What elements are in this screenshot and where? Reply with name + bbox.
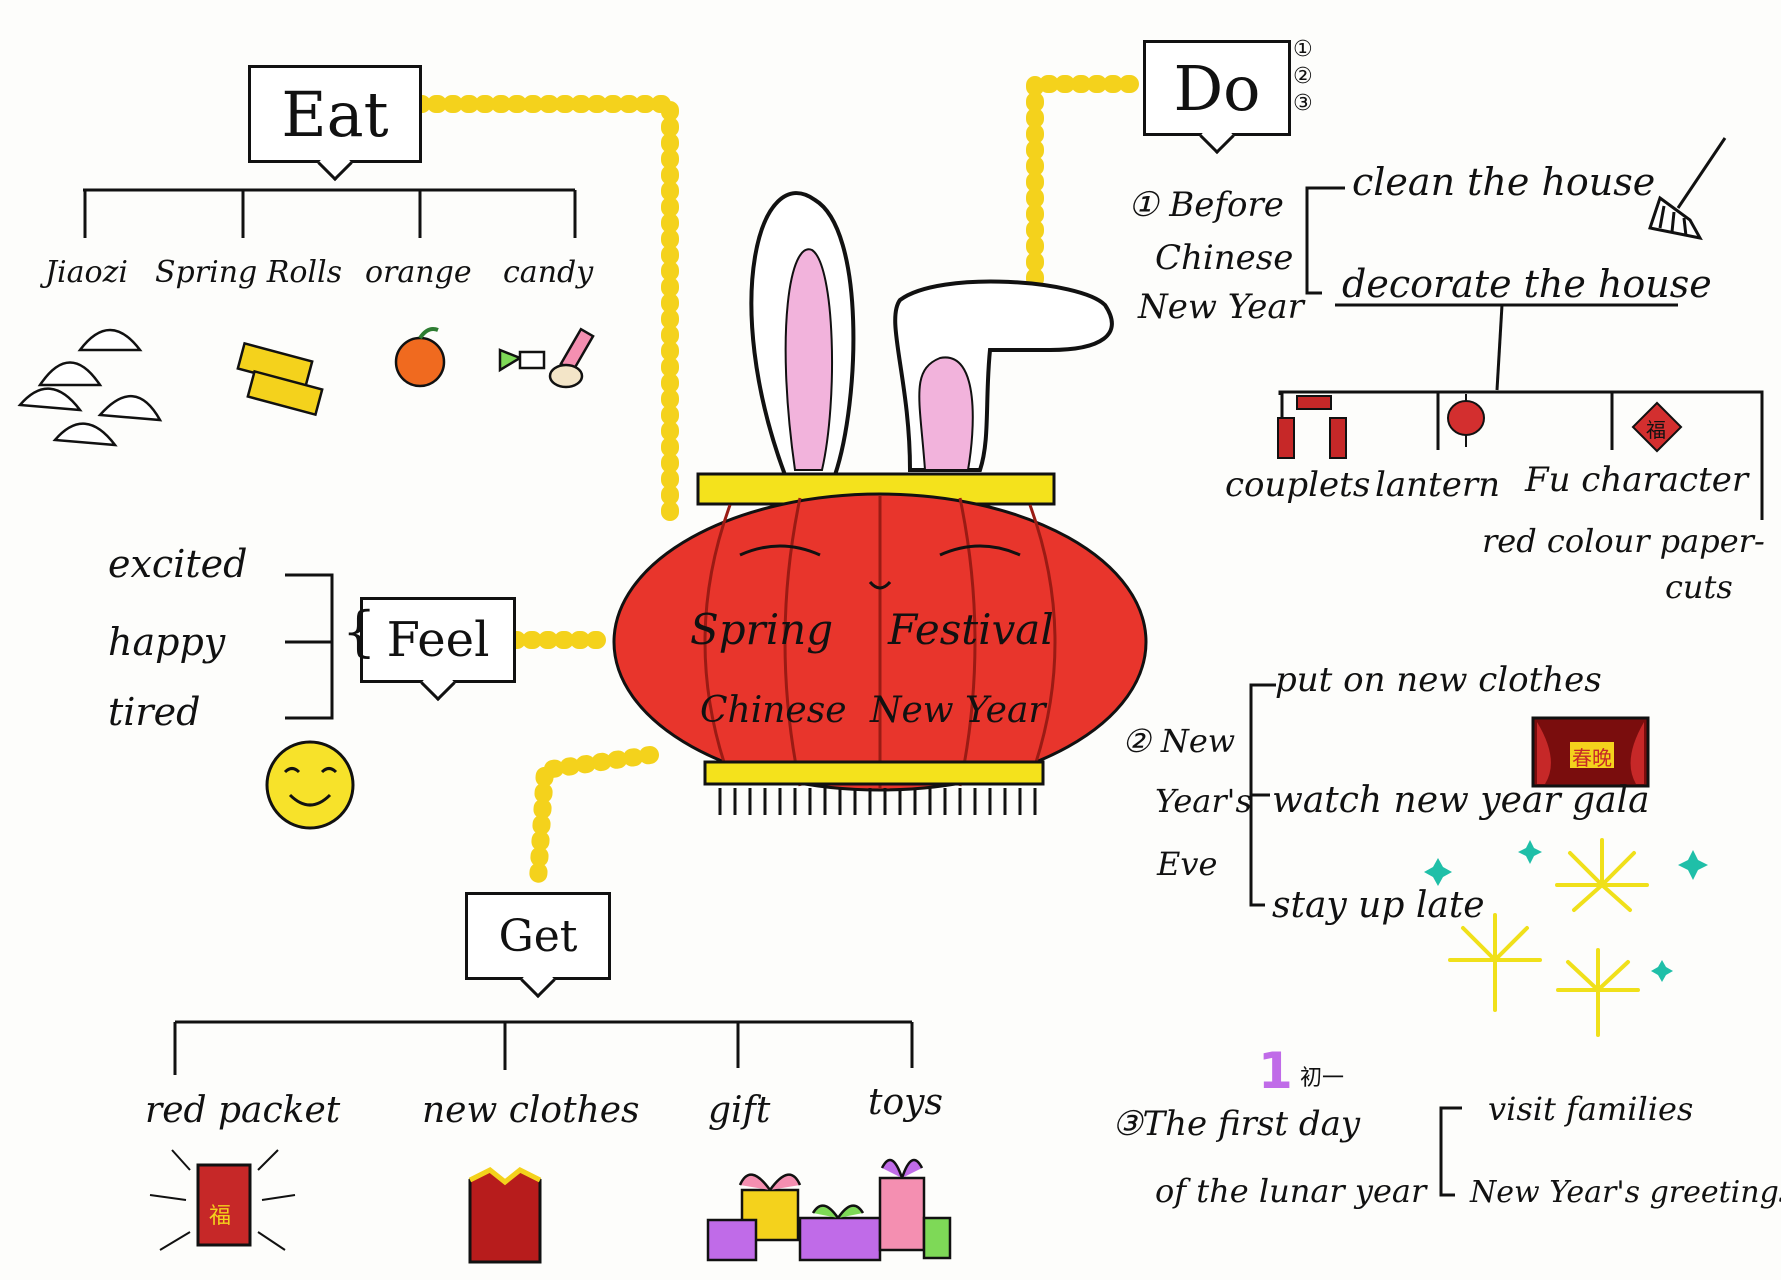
action-decorate-house: decorate the house: [1342, 262, 1712, 306]
eat-box: Eat: [248, 65, 422, 163]
eve-label-line3: Eve: [1157, 845, 1218, 883]
action-visit-families: visit families: [1488, 1090, 1694, 1128]
center-title-spring: Spring: [690, 605, 834, 654]
action-put-on-new-clothes: put on new clothes: [1275, 660, 1602, 700]
feel-box: Feel: [360, 597, 516, 683]
gift-boxes-drawing: [706, 1158, 952, 1262]
candy-drawing: [498, 327, 595, 389]
before-label-line3: New Year: [1138, 287, 1304, 327]
do-step-marks: ① ② ③: [1293, 36, 1313, 117]
before-label-line1: ① Before: [1128, 185, 1284, 225]
yellow-connectors: [411, 75, 1139, 889]
feel-bracket: [285, 573, 334, 720]
feel-brace: {: [342, 600, 377, 663]
action-stay-up-late: stay up late: [1272, 885, 1485, 926]
decoration-fu-character: Fu character: [1525, 460, 1749, 500]
get-item-gift: gift: [708, 1090, 771, 1131]
decoration-drawings: [1277, 394, 1683, 459]
orange-drawing: [394, 327, 446, 388]
firstday-label-line1: ③The first day: [1112, 1104, 1361, 1144]
gala-sign: 春晚: [1572, 746, 1612, 770]
decoration-paper-cuts-line1: red colour paper-: [1482, 522, 1765, 560]
firstday-label-line2: of the lunar year: [1155, 1172, 1427, 1210]
new-clothes-drawing: [468, 1167, 542, 1264]
eat-item-jiaozi: Jiaozi: [45, 255, 128, 290]
lantern-bunny-drawing: [612, 191, 1148, 815]
center-title-festival: Festival: [888, 605, 1054, 654]
do-brackets: [1249, 186, 1764, 1197]
jiaozi-drawing: [17, 328, 163, 447]
feel-item-happy: happy: [108, 620, 226, 664]
center-subtitle-year: Year: [965, 690, 1046, 731]
feel-item-tired: tired: [108, 690, 201, 734]
decoration-couplets: couplets: [1225, 465, 1371, 505]
feel-item-excited: excited: [108, 542, 248, 586]
gala-tv-drawing: [1531, 716, 1650, 788]
action-new-years-greetings: New Year's greetings: [1470, 1175, 1781, 1210]
get-tree-lines: [173, 1020, 914, 1075]
before-label-line2: Chinese: [1155, 238, 1294, 278]
spring-rolls-drawing: [236, 341, 324, 417]
center-subtitle-new: New: [870, 690, 954, 731]
do-mark-3: ③: [1293, 91, 1313, 116]
eve-label-line1: ② New: [1122, 722, 1236, 760]
smiley-face-drawing: [265, 740, 355, 830]
fireworks-drawing: [1448, 838, 1649, 1037]
do-title: Do: [1173, 51, 1261, 125]
get-title: Get: [498, 910, 578, 962]
fu-char: 福: [1646, 418, 1666, 442]
feel-title: Feel: [386, 612, 490, 668]
do-box: Do: [1143, 40, 1291, 136]
center-subtitle-chinese: Chinese: [700, 690, 847, 731]
eat-title: Eat: [281, 77, 389, 151]
get-item-new-clothes: new clothes: [422, 1090, 640, 1131]
get-item-toys: toys: [868, 1082, 943, 1123]
broom-drawing: [1648, 137, 1727, 241]
eat-item-spring-rolls: Spring Rolls: [155, 255, 342, 290]
do-mark-1: ①: [1293, 37, 1313, 62]
get-item-red-packet: red packet: [145, 1090, 341, 1131]
decoration-lantern: lantern: [1375, 465, 1500, 505]
red-packet-char: 福: [209, 1204, 232, 1229]
eat-tree-lines: [83, 188, 577, 238]
eve-label-line2: Year's: [1155, 782, 1252, 820]
decoration-paper-cuts-line2: cuts: [1665, 568, 1733, 606]
first-day-cn: 初一: [1300, 1066, 1345, 1091]
action-clean-house: clean the house: [1352, 160, 1656, 204]
red-packet-drawing: [149, 1149, 296, 1251]
do-mark-2: ②: [1293, 64, 1313, 89]
sparkle-stars: [1424, 840, 1708, 982]
action-watch-gala: watch new year gala: [1272, 780, 1650, 821]
get-box: Get: [465, 892, 611, 980]
eat-item-candy: candy: [503, 255, 594, 290]
eat-item-orange: orange: [365, 255, 472, 290]
first-day-number: 1: [1258, 1042, 1293, 1100]
